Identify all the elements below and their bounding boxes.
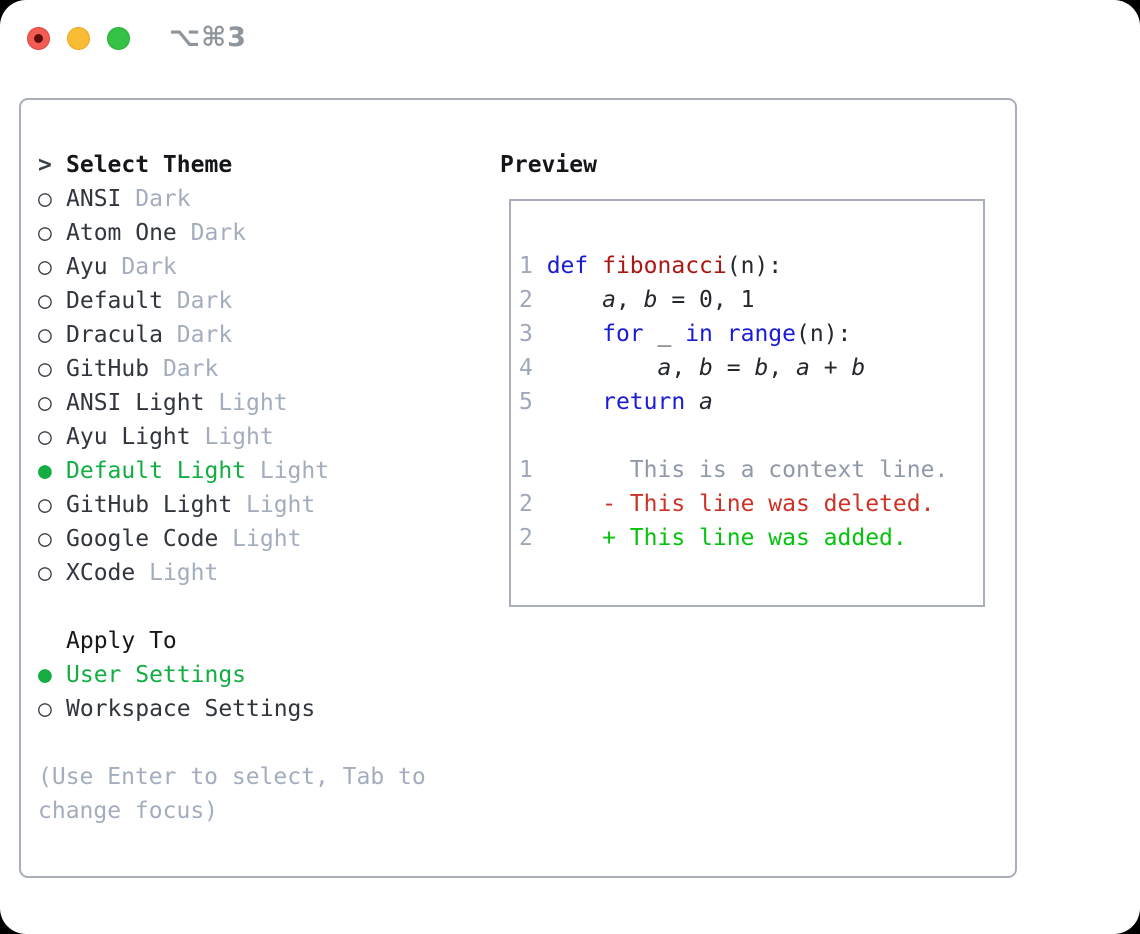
radio-icon: ○ — [38, 424, 52, 450]
preview-title: Preview — [500, 152, 597, 178]
theme-variant: Light — [232, 492, 316, 518]
radio-icon: ○ — [38, 254, 52, 280]
code-line: 2 - This line was deleted. — [519, 491, 935, 517]
line-number: 2 — [519, 525, 547, 551]
theme-option[interactable]: ○ ANSI Light Light — [38, 386, 426, 420]
theme-name: XCode — [66, 560, 136, 586]
theme-name: Ayu — [66, 254, 108, 280]
line-number: 2 — [519, 491, 547, 517]
traffic-lights — [27, 27, 130, 50]
theme-option[interactable]: ○ Atom One Dark — [38, 216, 426, 250]
line-number: 3 — [519, 321, 547, 347]
code-preview: 1 def fibonacci(n): 2 a, b = 0, 1 3 for _ … — [511, 201, 983, 555]
hint-line: (Use Enter to select, Tab to — [38, 764, 426, 790]
radio-icon: ○ — [38, 288, 52, 314]
line-number: 2 — [519, 287, 547, 313]
close-button[interactable] — [27, 27, 50, 50]
theme-variant: Dark — [149, 356, 219, 382]
apply-to-title: Apply To — [66, 628, 177, 654]
radio-icon: ○ — [38, 492, 52, 518]
radio-icon: ○ — [38, 322, 52, 348]
spacer — [38, 590, 426, 624]
theme-variant: Dark — [162, 288, 233, 314]
theme-variant: Dark — [176, 220, 247, 246]
theme-variant: Light — [246, 458, 330, 484]
select-theme-header: > Select Theme — [38, 148, 426, 182]
code-line: 1 def fibonacci(n): — [519, 253, 783, 279]
code-line: 2 a, b = 0, 1 — [519, 287, 755, 313]
theme-variant: Dark — [107, 254, 177, 280]
radio-icon: ○ — [38, 560, 52, 586]
radio-icon: ○ — [38, 526, 52, 552]
theme-variant: Light — [190, 424, 274, 450]
radio-selected-icon: ● — [38, 662, 52, 688]
line-number: 5 — [519, 389, 547, 415]
theme-name: Default — [66, 288, 163, 314]
radio-selected-icon: ● — [38, 458, 52, 484]
maximize-button[interactable] — [107, 27, 130, 50]
theme-name: Atom One — [66, 220, 177, 246]
theme-option[interactable]: ○ XCode Light — [38, 556, 426, 590]
theme-name: ANSI Light — [66, 390, 205, 416]
radio-icon: ○ — [38, 186, 52, 212]
code-line: 5 return a — [519, 389, 713, 415]
apply-to-header: Apply To — [38, 624, 426, 658]
minimize-button[interactable] — [67, 27, 90, 50]
apply-to-option[interactable]: ○ Workspace Settings — [38, 692, 426, 726]
line-number: 1 — [519, 253, 547, 279]
theme-variant: Dark — [162, 322, 233, 348]
theme-variant: Light — [135, 560, 219, 586]
theme-option[interactable]: ○ Dracula Dark — [38, 318, 426, 352]
line-number: 4 — [519, 355, 547, 381]
radio-icon: ○ — [38, 696, 52, 722]
theme-name: Dracula — [66, 322, 163, 348]
line-number: 1 — [519, 457, 547, 483]
theme-option[interactable]: ○ Google Code Light — [38, 522, 426, 556]
theme-option[interactable]: ○ Ayu Light Light — [38, 420, 426, 454]
line-number — [519, 423, 547, 449]
window-shortcut-label: ⌥⌘3 — [169, 22, 247, 53]
theme-name: Default Light — [66, 458, 247, 484]
apply-to-label: User Settings — [66, 662, 247, 688]
theme-option[interactable]: ● Default Light Light — [38, 454, 426, 488]
radio-icon: ○ — [38, 356, 52, 382]
theme-option[interactable]: ○ Ayu Dark — [38, 250, 426, 284]
theme-name: Ayu Light — [66, 424, 191, 450]
prompt-caret: > — [38, 152, 52, 178]
theme-option[interactable]: ○ ANSI Dark — [38, 182, 426, 216]
code-line: 3 for _ in range(n): — [519, 321, 852, 347]
theme-variant: Light — [218, 526, 302, 552]
apply-to-option[interactable]: ● User Settings — [38, 658, 426, 692]
theme-option[interactable]: ○ GitHub Dark — [38, 352, 426, 386]
theme-variant: Dark — [121, 186, 191, 212]
theme-option[interactable]: ○ Default Dark — [38, 284, 426, 318]
select-theme-title: Select Theme — [66, 152, 233, 178]
code-line: 4 a, b = b, a + b — [519, 355, 866, 381]
code-line: 2 + This line was added. — [519, 525, 907, 551]
preview-box: 1 def fibonacci(n): 2 a, b = 0, 1 3 for _ … — [509, 199, 985, 607]
theme-variant: Light — [204, 390, 288, 416]
apply-to-label: Workspace Settings — [66, 696, 316, 722]
main-panel: > Select Theme ○ ANSI Dark ○ Atom One Dark ○ A… — [19, 98, 1017, 878]
theme-name: GitHub Light — [66, 492, 233, 518]
theme-list: ○ ANSI Dark ○ Atom One Dark ○ Ayu Dark ○ Defaul… — [38, 182, 426, 590]
radio-icon: ○ — [38, 390, 52, 416]
radio-icon: ○ — [38, 220, 52, 246]
code-line — [519, 419, 983, 453]
spacer — [38, 726, 426, 760]
theme-picker: > Select Theme ○ ANSI Dark ○ Atom One Dark ○ A… — [38, 148, 426, 828]
code-line: 1 This is a context line. — [519, 457, 949, 483]
theme-name: ANSI — [66, 186, 122, 212]
hint-line: change focus) — [38, 798, 219, 824]
apply-to-list: ● User Settings ○ Workspace Settings — [38, 658, 426, 726]
theme-option[interactable]: ○ GitHub Light Light — [38, 488, 426, 522]
theme-name: Google Code — [66, 526, 219, 552]
theme-name: GitHub — [66, 356, 150, 382]
hint-text: (Use Enter to select, Tab to change focus… — [38, 760, 426, 828]
